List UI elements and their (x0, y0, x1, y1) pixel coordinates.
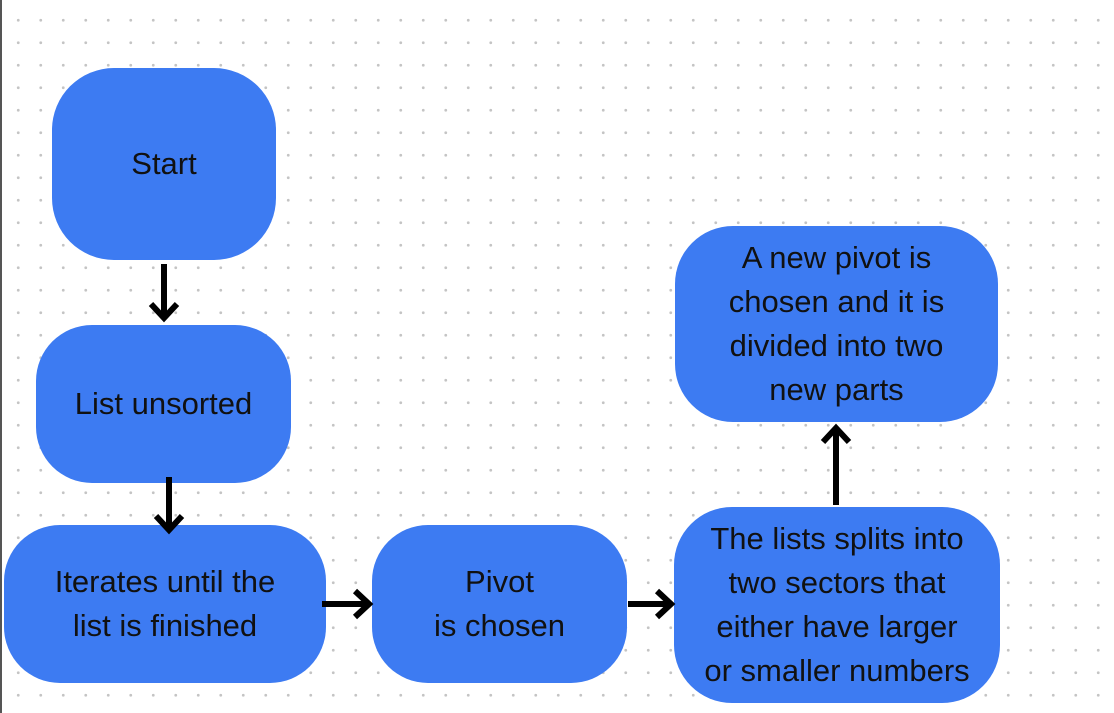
list-unsorted-node[interactable]: List unsorted (36, 325, 291, 483)
arrow-split-to-new-pivot (820, 423, 852, 505)
arrow-iterates-to-pivot (322, 588, 374, 620)
arrow-pivot-to-split (628, 588, 676, 620)
canvas-left-border (0, 0, 2, 713)
pivot-chosen-node[interactable]: Pivot is chosen (372, 525, 627, 683)
list-splits-node[interactable]: The lists splits into two sectors that e… (674, 507, 1000, 703)
arrow-list-to-iterates (153, 477, 185, 535)
start-node[interactable]: Start (52, 68, 276, 260)
arrow-start-to-list (148, 264, 180, 323)
iterates-node[interactable]: Iterates until the list is finished (4, 525, 326, 683)
new-pivot-node[interactable]: A new pivot is chosen and it is divided … (675, 226, 998, 422)
